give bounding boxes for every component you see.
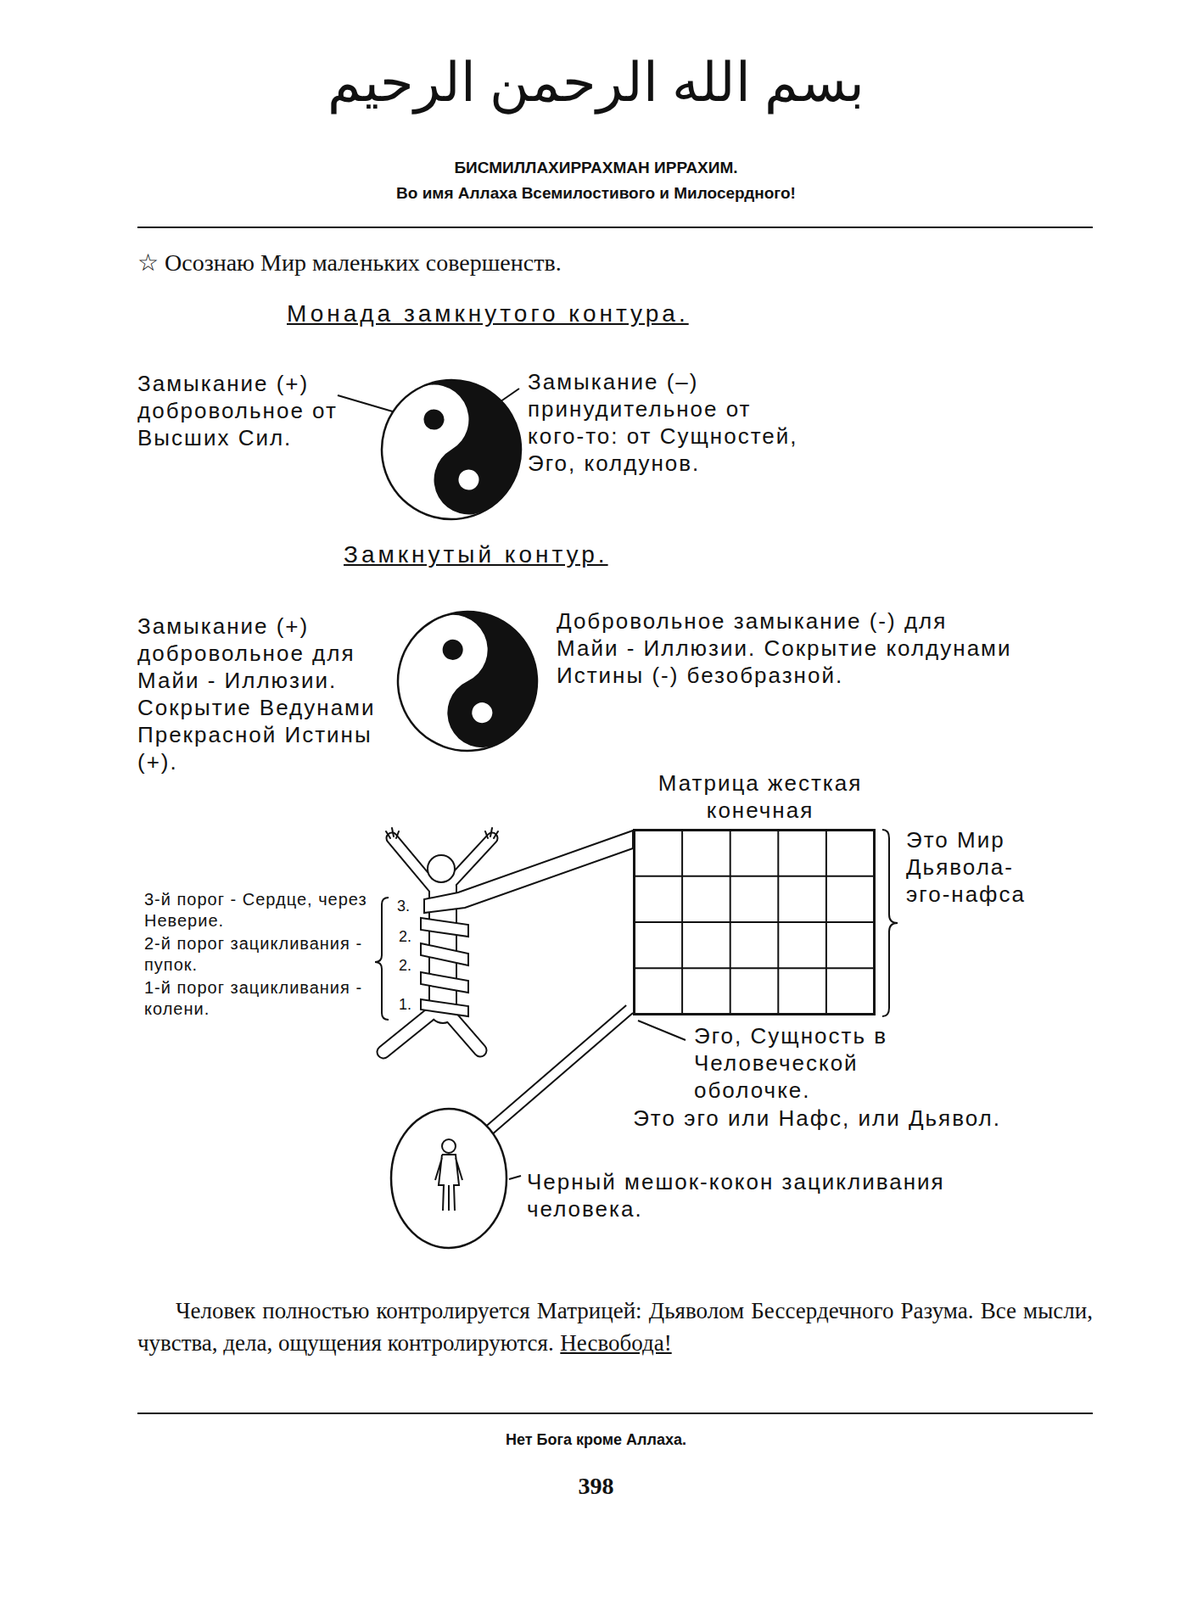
cocoon-label: Черный мешок-кокон зацикливания человека… (526, 1168, 1002, 1223)
leader-line (637, 1020, 686, 1041)
footer-text: Нет Бога кроме Аллаха. (0, 1430, 1192, 1450)
yin-yang-symbol (374, 588, 560, 774)
node-outline (389, 1107, 509, 1250)
paragraph: Человек полностью контролируется Матрице… (137, 1294, 1093, 1360)
note-text: Замыкание (+) добровольное от Высших Сил… (137, 369, 342, 452)
callout-number: 3. (397, 897, 423, 915)
section-title: Монада замкнутого контура. (286, 298, 689, 329)
note-text: Замыкание (–) принудительное от кого-то:… (527, 368, 817, 477)
grid-line (634, 921, 875, 924)
subheading: Во имя Аллаха Всемилостивого и Милосердн… (0, 183, 1192, 204)
leader-line (509, 1175, 521, 1180)
oval-outline (391, 1108, 507, 1248)
small-figure (442, 1139, 456, 1153)
note-text: Замыкание (+) добровольное для Майи - Ил… (137, 612, 392, 776)
heading: БИСМИЛЛАХИРРАХМАН ИРРАХИМ. (0, 157, 1192, 179)
body-text: Несвобода! (559, 1330, 672, 1356)
callout-number: 2. (398, 956, 425, 974)
callout-number: 1. (398, 996, 425, 1013)
threshold-label: 2-й порог зацикливания - пупок. (144, 933, 375, 976)
grid-line (634, 875, 875, 878)
grid-border (634, 830, 875, 1015)
note-text: Это эго или Нафс, или Дьявол. (593, 1104, 1002, 1132)
grid-line (634, 967, 875, 969)
note-text: Добровольное замыкание (-) для Майи - Ил… (556, 607, 1015, 689)
yin-yang-symbol (356, 354, 547, 545)
cocoon-oval: Черный мешок-кокон зацикливания человека… (389, 1107, 509, 1250)
human-figure (383, 828, 499, 1053)
bracket (374, 897, 389, 1020)
intro-line: ☆ Осознаю Мир маленьких совершенств. (137, 247, 901, 278)
bracket (882, 829, 898, 1017)
header-rule (137, 226, 1093, 229)
callout-number: 2. (398, 928, 425, 946)
page-number: 398 (0, 1471, 1192, 1501)
leader-line (337, 395, 396, 413)
small-figure (435, 1154, 463, 1211)
footer-rule (137, 1412, 1093, 1415)
note-text: Это Мир Дьявола-эго-нафса (906, 826, 1042, 908)
section-title: Замкнутый контур. (343, 539, 609, 570)
matrix-grid: Матрица жесткая конечная (632, 828, 876, 1016)
arabic-heading: بسم الله الرحمن الرحيم (0, 49, 1192, 118)
threshold-label: 3-й порог - Сердце, через Неверие. (144, 889, 375, 932)
threshold-label: 1-й порог зацикливания - колени. (144, 977, 375, 1020)
wrapping-band (420, 830, 633, 1017)
band-connector (486, 1005, 633, 1134)
note-text: Эго, Сущность в Человеческой оболочке. (693, 1022, 983, 1104)
matrix-title: Матрица жесткая конечная (615, 769, 905, 824)
node-outline (632, 828, 876, 1016)
